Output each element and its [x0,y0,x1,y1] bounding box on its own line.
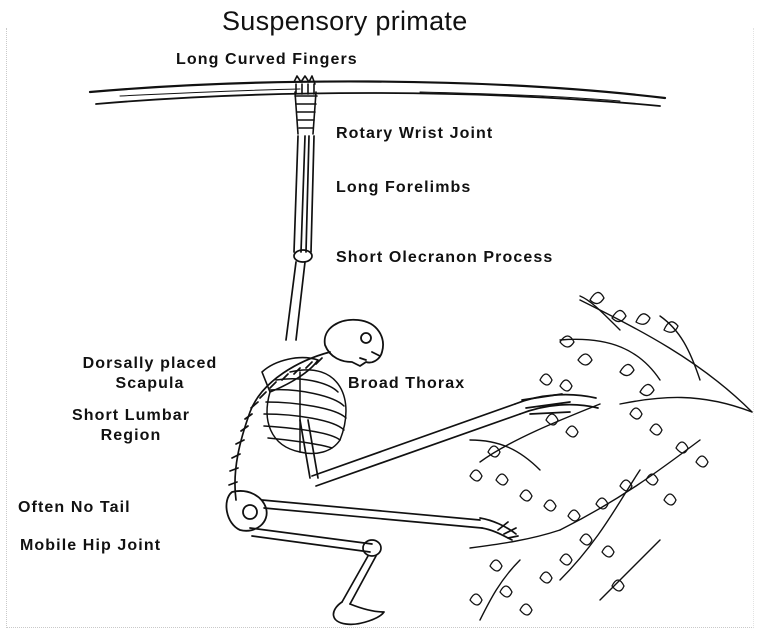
upper-arm-bone [286,262,305,340]
label-short-lumbar-region-line2: Region [36,426,226,446]
label-dorsally-placed-scapula: Dorsally placed Scapula [40,354,260,394]
pelvis [226,491,266,531]
reaching-arm [300,394,598,486]
diagram-title: Suspensory primate [222,6,468,37]
leaves [470,292,708,615]
label-rotary-wrist-joint: Rotary Wrist Joint [336,124,493,144]
gripping-hand [294,76,317,134]
label-mobile-hip-joint: Mobile Hip Joint [20,536,161,556]
label-broad-thorax: Broad Thorax [348,374,465,394]
skull [325,320,383,366]
label-dorsally-placed-scapula-line1: Dorsally placed [40,354,260,374]
leafy-branch [470,296,752,620]
overhead-branch [90,81,665,106]
label-short-olecranon-process: Short Olecranon Process [336,248,553,268]
forearm-bones [294,136,314,262]
label-often-no-tail: Often No Tail [18,498,131,518]
label-long-forelimbs: Long Forelimbs [336,178,471,198]
label-short-lumbar-region-line1: Short Lumbar [36,406,226,426]
lower-leg [250,528,384,624]
label-dorsally-placed-scapula-line2: Scapula [40,374,260,394]
label-long-curved-fingers: Long Curved Fingers [176,50,358,70]
label-short-lumbar-region: Short Lumbar Region [36,406,226,446]
